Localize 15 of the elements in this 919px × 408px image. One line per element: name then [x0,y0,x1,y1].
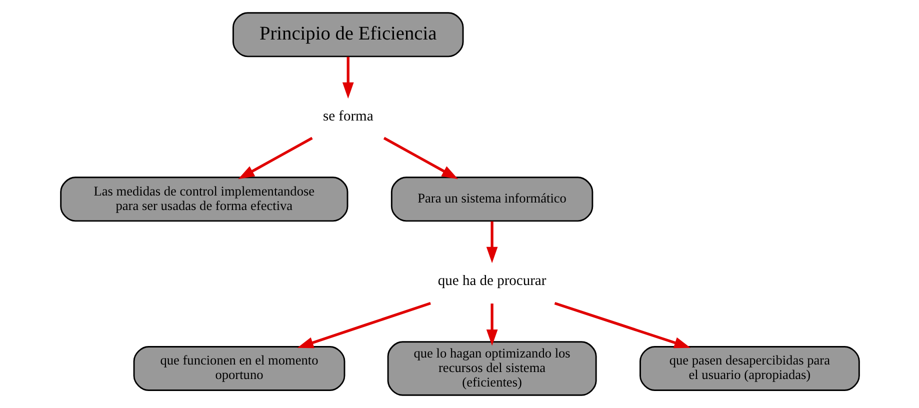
node-box: Las medidas de control implementandose para ser usadas de forma efectiva [60,176,348,222]
node-box: que lo hagan optimizando los recursos del sistema (eficientes) [386,341,596,396]
node-box: Principio de Eficiencia [232,12,464,58]
arrow [486,221,498,264]
arrow [238,136,312,180]
arrow [382,136,458,180]
node-text: que ha de procurar [437,273,546,290]
arrow [486,304,498,346]
node-box: que funcionen en el momento oportuno [132,346,345,391]
arrow [296,302,430,348]
node-box: que pasen desapercibidas para el usuario (apropiadas) [639,346,860,391]
arrow [342,56,354,99]
arrow [554,302,690,348]
node-box: Para un sistema informático [390,176,593,222]
node-text: se forma [322,108,373,125]
